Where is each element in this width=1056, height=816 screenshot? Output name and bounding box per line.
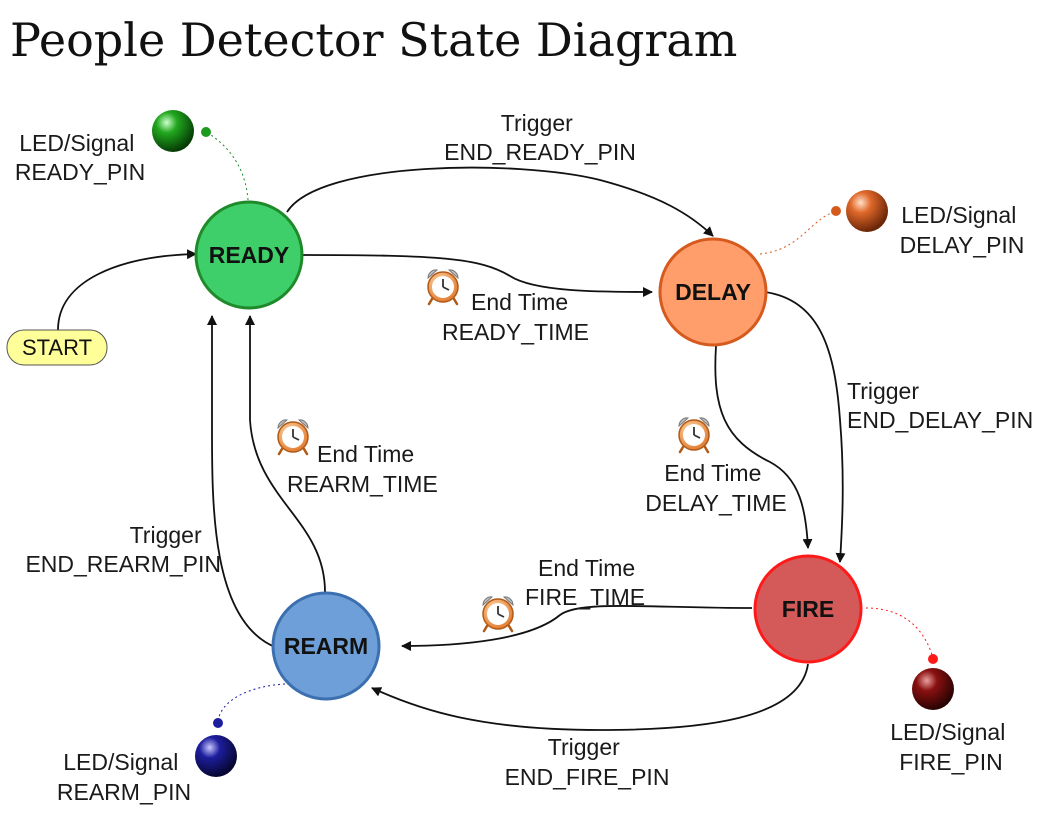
page-title: People Detector State Diagram — [10, 13, 737, 67]
label-led-delay-pin: LED/Signal DELAY_PIN — [900, 202, 1025, 258]
led-dot-rearm — [213, 718, 223, 728]
edge-ready-delay-timer — [302, 254, 653, 297]
start-node: START — [6, 329, 108, 366]
state-fire: FIRE — [753, 554, 863, 664]
label-end-time-delay-time: End Time DELAY_TIME — [645, 460, 786, 516]
label-end-time-rearm-time: End Time REARM_TIME — [287, 441, 438, 497]
label-end-time-ready-time: End Time READY_TIME — [442, 289, 589, 345]
state-delay: DELAY — [658, 237, 768, 347]
led-dot-delay — [831, 206, 841, 216]
state-delay-label: DELAY — [675, 279, 751, 305]
edge-fire-rearm-trigger — [371, 663, 809, 731]
alarm-clock-icon — [426, 268, 460, 306]
led-connector-fire — [865, 607, 934, 659]
led-bulb-icon — [846, 190, 888, 232]
label-end-time-fire-time: End Time FIRE_TIME — [525, 555, 645, 610]
led-connector-ready — [205, 131, 249, 201]
label-trigger-end-ready-pin: Trigger END_READY_PIN — [444, 110, 636, 165]
alarm-clock-icon — [276, 418, 310, 456]
edge-rearm-ready-timer — [245, 315, 326, 593]
alarm-clock-icon — [677, 416, 711, 454]
led-connector-rearm — [217, 683, 286, 723]
label-trigger-end-delay-pin: Trigger END_DELAY_PIN — [847, 378, 1033, 433]
start-label: START — [22, 335, 92, 360]
led-dot-fire — [928, 654, 938, 664]
state-ready-label: READY — [209, 242, 290, 268]
label-led-rearm-pin: LED/Signal REARM_PIN — [57, 749, 191, 805]
state-fire-label: FIRE — [782, 596, 834, 622]
led-bulb-icon — [152, 110, 194, 152]
edge-delay-fire-trigger — [764, 291, 846, 563]
led-connector-delay — [759, 211, 835, 255]
label-trigger-end-rearm-pin: Trigger END_REARM_PIN — [25, 522, 221, 577]
label-led-ready-pin: LED/Signal READY_PIN — [15, 130, 145, 185]
led-bulb-icon — [912, 668, 954, 710]
edge-ready-delay-trigger — [286, 166, 714, 237]
edge-fire-rearm-timer — [401, 604, 753, 651]
label-led-fire-pin: LED/Signal FIRE_PIN — [890, 719, 1011, 775]
state-ready: READY — [194, 200, 304, 310]
edge-rearm-ready-trigger — [207, 315, 276, 648]
alarm-clock-icon — [481, 595, 515, 633]
edge-delay-fire-timer — [714, 345, 813, 549]
label-trigger-end-fire-pin: Trigger END_FIRE_PIN — [505, 734, 670, 790]
state-rearm: REARM — [271, 591, 381, 701]
led-bulb-icon — [195, 735, 237, 777]
led-dot-ready — [201, 127, 211, 137]
edge-start-ready — [57, 249, 197, 331]
state-rearm-label: REARM — [284, 633, 368, 659]
